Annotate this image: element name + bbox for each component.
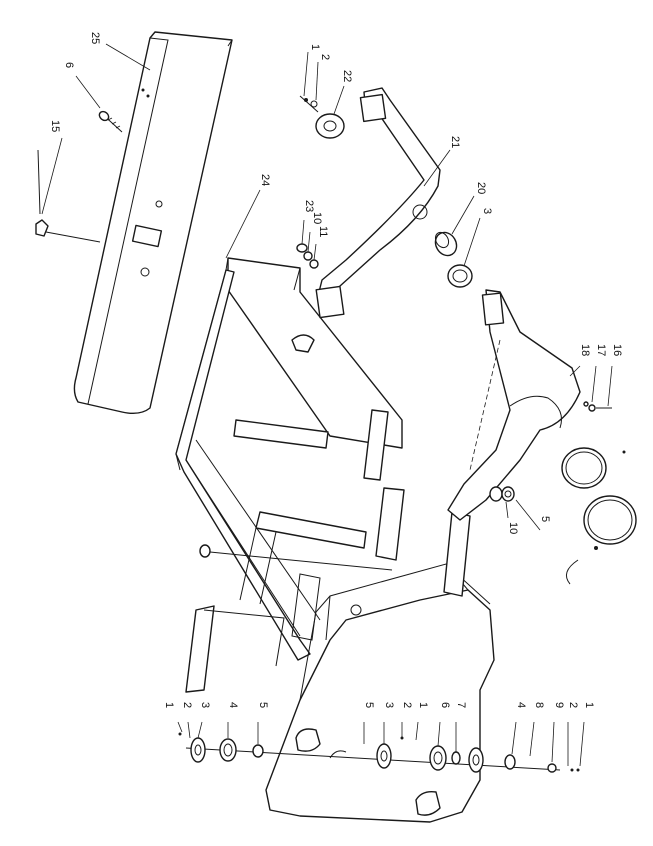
callout-label: 1: [163, 702, 175, 708]
callout-label: 5: [363, 702, 375, 708]
callout-label: 4: [227, 702, 239, 708]
callout-label: 3: [481, 208, 493, 214]
front-bumper-plate: [73, 31, 233, 415]
callout-labels: 1 2 22 21 20 3 25 6 15 24 23 10 11 18 17…: [49, 32, 623, 708]
callout-label: 7: [455, 702, 467, 708]
callout-label: 20: [475, 182, 487, 194]
callout-label: 16: [611, 344, 623, 356]
callout-label: 10: [507, 522, 519, 534]
callout-label: 2: [401, 702, 413, 708]
callout-label: 8: [533, 702, 545, 708]
lower-arm: [447, 289, 581, 521]
callout-label: 22: [341, 70, 353, 82]
bushing-part: [434, 231, 473, 288]
callout-label: 2: [567, 702, 579, 708]
axle-assembly: [178, 732, 580, 773]
callout-label: 15: [49, 120, 61, 132]
callout-label: 3: [383, 702, 395, 708]
callout-label: 1: [309, 44, 321, 50]
flange-part: [299, 95, 345, 139]
callout-label: 6: [439, 702, 451, 708]
callout-label: 2: [319, 54, 331, 60]
washer-nut-set: [291, 243, 319, 353]
callout-label: 4: [515, 702, 527, 708]
callout-label: 5: [257, 702, 269, 708]
bracket-part: [35, 149, 101, 243]
screw-set: [583, 401, 612, 412]
callout-label: 6: [63, 62, 75, 68]
leader-lines: [41, 43, 613, 767]
callout-label: 9: [553, 702, 565, 708]
upper-arm: [315, 87, 441, 319]
cover-ring: [561, 447, 637, 585]
callout-label: 17: [595, 344, 607, 356]
callout-label: 3: [199, 702, 211, 708]
callout-label: 2: [181, 702, 193, 708]
callout-label: 1: [583, 702, 595, 708]
bolt-icon: [98, 110, 123, 133]
callout-label: 11: [317, 226, 329, 237]
callout-label: 23: [303, 200, 315, 212]
callout-label: 5: [539, 516, 551, 522]
callout-label: 21: [449, 136, 461, 148]
callout-label: 1: [417, 702, 429, 708]
nut-washer-set: [489, 486, 515, 502]
main-frame: [175, 257, 495, 823]
callout-label: 24: [259, 174, 271, 186]
callout-label: 10: [311, 212, 323, 224]
callout-label: 25: [89, 32, 101, 44]
callout-label: 18: [579, 344, 591, 356]
